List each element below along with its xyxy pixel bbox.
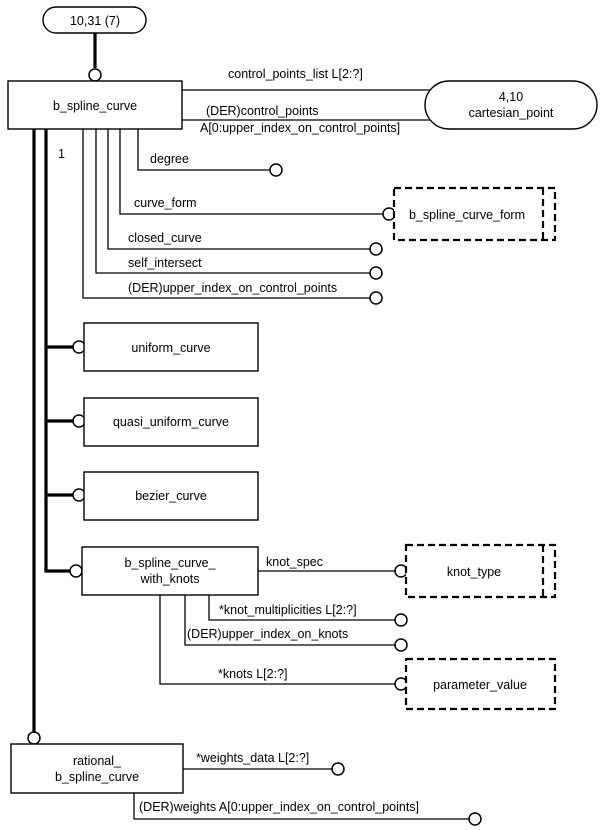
supertype-cardinality: 1 xyxy=(58,147,65,161)
self-intersect-line xyxy=(95,129,370,274)
with-knots-circle xyxy=(69,564,83,578)
closed-curve-line xyxy=(107,129,370,250)
upper-index-control-points-circle xyxy=(369,291,383,305)
entity-uniform-curve-label: uniform_curve xyxy=(131,341,210,355)
attr-knot-spec: knot_spec xyxy=(266,555,323,569)
attr-control-points-list: control_points_list L[2:?] xyxy=(228,67,363,81)
closed-curve-circle xyxy=(369,242,383,256)
entity-uniform-curve[interactable] xyxy=(83,322,259,372)
quasi-uniform-curve-circle xyxy=(72,414,86,428)
type-knot-type-label: knot_type xyxy=(447,565,501,579)
attr-control-points-1: (DER)control_points xyxy=(206,104,319,118)
degree-line xyxy=(137,129,270,171)
attr-weights-data: *weights_data L[2:?] xyxy=(196,751,309,765)
knot-multiplicities-line xyxy=(208,595,395,621)
weights-data-circle xyxy=(331,762,345,776)
entity-with-knots-label-2: with_knots xyxy=(139,572,199,586)
upper-index-knots-line xyxy=(184,595,395,646)
attr-upper-index-knots: (DER)upper_index_on_knots xyxy=(187,627,348,641)
entity-rational-label-2: b_spline_curve xyxy=(55,770,139,784)
knots-line xyxy=(159,595,395,685)
page-reference-label: 10,31 (7) xyxy=(70,14,120,28)
entity-bezier-curve[interactable] xyxy=(83,471,259,521)
page-ref-circle xyxy=(88,68,102,82)
cartesian-point-ref: 4,10 xyxy=(499,90,523,104)
knot-multiplicities-circle xyxy=(394,613,408,627)
attr-curve-form: curve_form xyxy=(134,196,197,210)
degree-circle xyxy=(269,163,283,177)
self-intersect-circle xyxy=(369,266,383,280)
uniform-curve-circle xyxy=(72,340,86,354)
attr-knots: *knots L[2:?] xyxy=(218,667,288,681)
type-b-spline-curve-form[interactable] xyxy=(392,186,557,242)
type-parameter-value[interactable] xyxy=(404,657,557,711)
upper-index-control-points-line xyxy=(82,129,370,299)
upper-index-knots-circle xyxy=(394,638,408,652)
entity-rational-label-1: rational_ xyxy=(73,754,122,768)
attr-degree: degree xyxy=(150,152,189,166)
weights-line xyxy=(133,793,469,820)
attr-weights: (DER)weights A[0:upper_index_on_control_… xyxy=(139,800,419,814)
entity-quasi-uniform-curve-label: quasi_uniform_curve xyxy=(113,415,229,429)
attr-upper-index-control-points: (DER)upper_index_on_control_points xyxy=(128,281,337,295)
rational-circle xyxy=(27,731,41,745)
bezier-curve-circle xyxy=(72,488,86,502)
entity-b-spline-curve-with-knots[interactable] xyxy=(81,546,259,596)
entity-quasi-uniform-curve[interactable] xyxy=(83,397,259,447)
with-knots-connector xyxy=(44,568,70,573)
weights-circle xyxy=(468,812,482,826)
attr-closed-curve: closed_curve xyxy=(128,231,202,245)
entity-with-knots-label-1: b_spline_curve_ xyxy=(124,556,216,570)
entity-b-spline-curve-label: b_spline_curve xyxy=(53,99,137,113)
attr-self-intersect: self_intersect xyxy=(128,256,202,270)
external-cartesian-point[interactable] xyxy=(424,80,598,130)
attr-knot-multiplicities: *knot_multiplicities L[2:?] xyxy=(219,603,357,617)
type-b-spline-curve-form-label: b_spline_curve_form xyxy=(409,208,525,222)
entity-rational-b-spline-curve[interactable] xyxy=(10,743,184,794)
type-knot-type[interactable] xyxy=(404,543,557,599)
cartesian-point-name: cartesian_point xyxy=(469,106,554,120)
entity-b-spline-curve[interactable] xyxy=(7,80,183,130)
entity-bezier-curve-label: bezier_curve xyxy=(135,489,207,503)
type-parameter-value-label: parameter_value xyxy=(433,678,527,692)
curve-form-line xyxy=(119,129,383,215)
attr-control-points-2: A[0:upper_index_on_control_points] xyxy=(200,121,400,135)
